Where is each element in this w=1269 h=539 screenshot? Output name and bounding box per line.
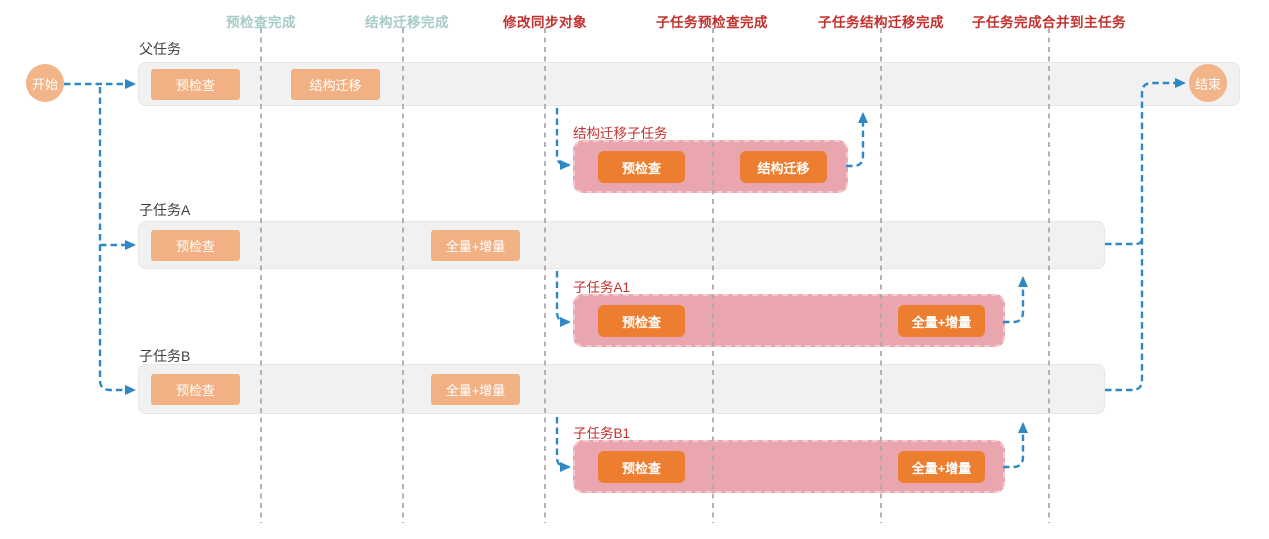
subtask-b-precheck-block: 预检查 [151, 374, 240, 405]
connector-subtask-b-to-b1 [555, 417, 571, 472]
connector-schema-subtask-to-parent [846, 112, 868, 168]
milestone-label-schema-done: 结构迁移完成 [365, 15, 449, 30]
subtask-a1-full-incr-block: 全量+增量 [898, 305, 985, 337]
end-node: 结束 [1189, 64, 1227, 102]
schema-subtask-schema-block: 结构迁移 [740, 151, 827, 183]
milestone-label-subtask-schema-done: 子任务结构迁移完成 [818, 15, 944, 30]
subtask-b1-full-incr-block: 全量+增量 [898, 451, 985, 483]
lane-label-subtask-b: 子任务B [139, 348, 191, 364]
subtask-b1-label: 子任务B1 [573, 426, 631, 441]
parent-precheck-block: 预检查 [151, 69, 240, 100]
milestone-label-modify-sync-objects: 修改同步对象 [503, 15, 587, 30]
connector-a1-to-subtask-a [1003, 276, 1028, 324]
schema-subtask-label: 结构迁移子任务 [573, 126, 668, 141]
schema-subtask-precheck-block: 预检查 [598, 151, 685, 183]
milestone-label-precheck-done: 预检查完成 [226, 15, 296, 30]
connector-subtasks-to-end [1105, 78, 1186, 392]
parent-task-bar: 预检查 结构迁移 [138, 62, 1240, 106]
schema-subtask-bar: 预检查 结构迁移 [573, 140, 848, 193]
lane-label-parent-task: 父任务 [139, 41, 181, 57]
connector-subtask-a-to-a1 [555, 271, 571, 327]
subtask-a1-bar: 预检查 全量+增量 [573, 294, 1005, 347]
subtask-b-bar: 预检查 全量+增量 [138, 364, 1105, 414]
parent-schema-migration-block: 结构迁移 [291, 69, 380, 100]
subtask-a-full-incr-block: 全量+增量 [431, 230, 520, 261]
subtask-a-precheck-block: 预检查 [151, 230, 240, 261]
subtask-a-bar: 预检查 全量+增量 [138, 221, 1105, 269]
subtask-a1-precheck-block: 预检查 [598, 305, 685, 337]
milestone-label-subtask-precheck-done: 子任务预检查完成 [656, 15, 768, 30]
connector-b1-to-subtask-b [1003, 422, 1028, 469]
connector-subtask-a-to-end-line [1105, 237, 1144, 246]
connector-start-to-subtask-b [98, 87, 136, 395]
milestone-label-subtask-merged: 子任务完成合并到主任务 [972, 15, 1126, 30]
subtask-b-full-incr-block: 全量+增量 [431, 374, 520, 405]
subtask-a1-label: 子任务A1 [573, 280, 631, 295]
subtask-b1-bar: 预检查 全量+增量 [573, 440, 1005, 493]
lane-label-subtask-a: 子任务A [139, 202, 191, 218]
connector-parent-to-schema-subtask [555, 108, 571, 170]
start-node: 开始 [26, 64, 64, 102]
subtask-b1-precheck-block: 预检查 [598, 451, 685, 483]
